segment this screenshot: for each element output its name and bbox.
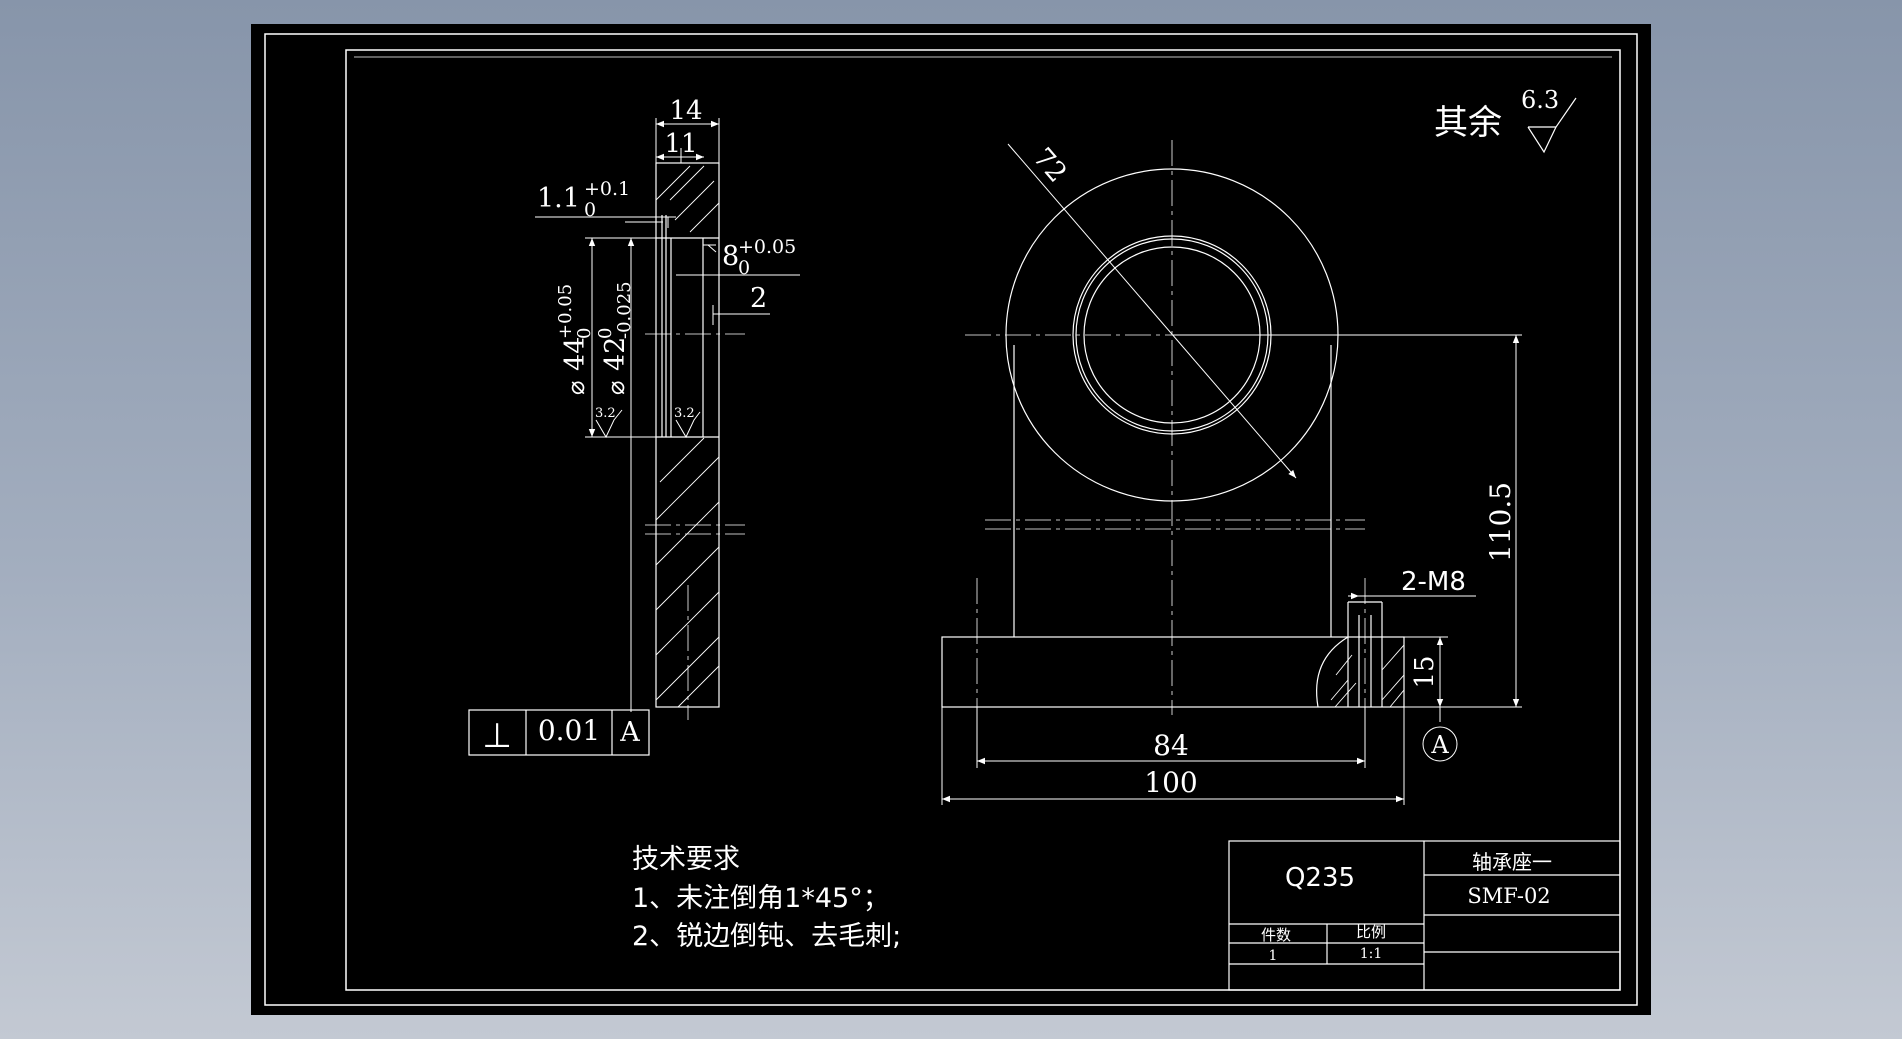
base-hatching	[1330, 644, 1405, 708]
side-hatching	[655, 165, 720, 708]
side-body-outline	[655, 162, 720, 708]
roughness-note-symbol	[1527, 97, 1577, 154]
tolerance-datum: A	[619, 717, 640, 748]
roughness-mark-right	[675, 411, 701, 439]
qty-value: 1	[1269, 948, 1278, 964]
inner-border	[345, 49, 1621, 991]
roughness-text-left: 3.2	[595, 406, 616, 421]
dim-text-dia-44: 44	[560, 337, 591, 371]
dim-text-height: 110.5	[1484, 482, 1517, 562]
tolerance-value: 0.01	[538, 714, 600, 747]
roughness-note-text: 其余	[1434, 103, 1502, 143]
dim-text-step: 2	[750, 283, 767, 314]
dim-text-depth-upper: +0.05	[738, 236, 796, 258]
dim-text-dia-42-prefix: ⌀	[602, 381, 630, 395]
outer-border	[264, 33, 1638, 1006]
tech-requirement-1: 1、未注倒角1*45°；	[632, 883, 890, 914]
roughness-mark-left	[595, 409, 623, 439]
dim-text-groove: 1.1	[537, 183, 580, 214]
dim-text-84: 84	[1153, 729, 1189, 762]
qty-label: 件数	[1261, 926, 1291, 944]
roughness-text-right: 3.2	[674, 406, 695, 421]
dim-text-100: 100	[1144, 766, 1197, 799]
dim-text-dia-44-lower: 0	[574, 328, 595, 339]
datum-circle	[1422, 726, 1458, 762]
scale-label: 比例	[1356, 923, 1386, 941]
material-text: Q235	[1285, 863, 1355, 893]
title-block	[1228, 840, 1621, 991]
side-dimension-texts: 14 11 1.1 +0.1 0 8 +0.05 0 2 ⌀ 44 +0.05 …	[537, 96, 796, 421]
side-dimensions	[535, 118, 800, 712]
datum-label: A	[1430, 731, 1449, 759]
dim-text-thread: 2-M8	[1401, 567, 1466, 597]
tech-requirement-2: 2、锐边倒钝、去毛刺;	[632, 921, 901, 952]
dim-text-14: 14	[669, 96, 702, 126]
tech-requirements-title: 技术要求	[632, 844, 740, 875]
front-dimension-texts: 72 110.5 2-M8 15 84 100 A	[1027, 142, 1517, 799]
base-plate	[941, 636, 1405, 708]
dim-text-dia-42: 42	[600, 337, 631, 371]
part-name-text: 轴承座一	[1472, 850, 1552, 874]
drawing-sheet	[251, 24, 1651, 1015]
dim-text-11: 11	[664, 129, 697, 159]
dim-text-thickness: 15	[1410, 655, 1440, 688]
dim-text-groove-upper: +0.1	[584, 178, 630, 200]
scale-value: 1:1	[1360, 946, 1383, 962]
title-block-texts: Q235 轴承座一 SMF-02 件数 比例 1 1:1	[1261, 850, 1552, 964]
front-dimensions	[941, 143, 1522, 805]
tolerance-symbol: ⊥	[482, 716, 512, 756]
tolerance-frame	[468, 709, 650, 756]
dim-text-dia-42-upper: 0	[595, 328, 616, 339]
dim-text-depth: 8	[722, 241, 739, 272]
drawing-no-text: SMF-02	[1467, 884, 1550, 908]
side-centerlines	[645, 333, 745, 720]
dim-text-depth-lower: 0	[738, 257, 750, 279]
dim-line-radius	[1007, 143, 1297, 479]
dim-text-dia-44-upper: +0.05	[555, 284, 576, 339]
dim-text-dia-42-lower: -0.025	[614, 281, 635, 339]
tech-requirements: 技术要求 1、未注倒角1*45°； 2、锐边倒钝、去毛刺;	[632, 844, 901, 952]
roughness-note-value: 6.3	[1521, 86, 1559, 114]
dim-text-groove-lower: 0	[584, 199, 596, 221]
dim-text-dia-44-prefix: ⌀	[562, 381, 590, 395]
